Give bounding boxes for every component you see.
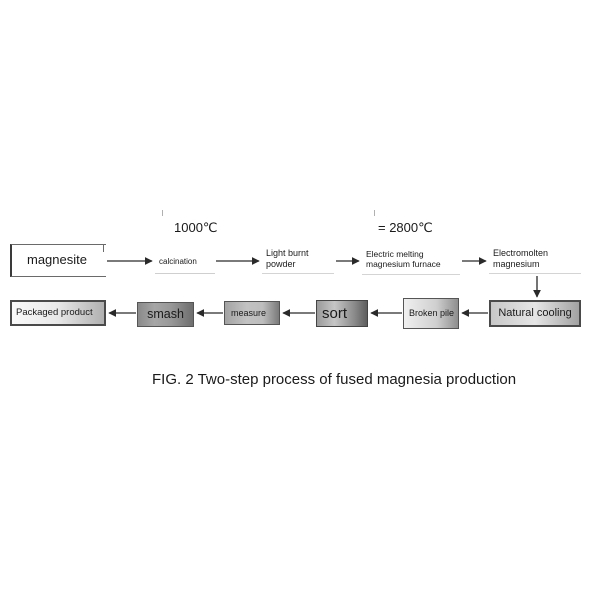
node-electric-melting-furnace: Electric melting magnesium furnace [362,245,460,275]
node-measure: measure [224,301,280,325]
node-calcination: calcination [155,250,215,274]
node-sort: sort [316,300,368,327]
figure-caption: FIG. 2 Two-step process of fused magnesi… [152,371,517,388]
temperature-tick-calcination [162,210,163,216]
node-broken-pile: Broken pile [403,298,459,329]
node-magnesite: magnesite [10,244,106,277]
node-natural-cooling: Natural cooling [489,300,581,327]
temperature-calcination: 1000℃ [174,220,218,235]
node-smash: smash [137,302,194,327]
temperature-tick-melting [374,210,375,216]
temperature-melting: = 2800℃ [378,220,433,235]
node-light-burnt-powder: Light burnt powder [262,244,334,274]
node-packaged-product: Packaged product [10,300,106,326]
node-electromolten-magnesium: Electromolten magnesium [489,244,581,274]
